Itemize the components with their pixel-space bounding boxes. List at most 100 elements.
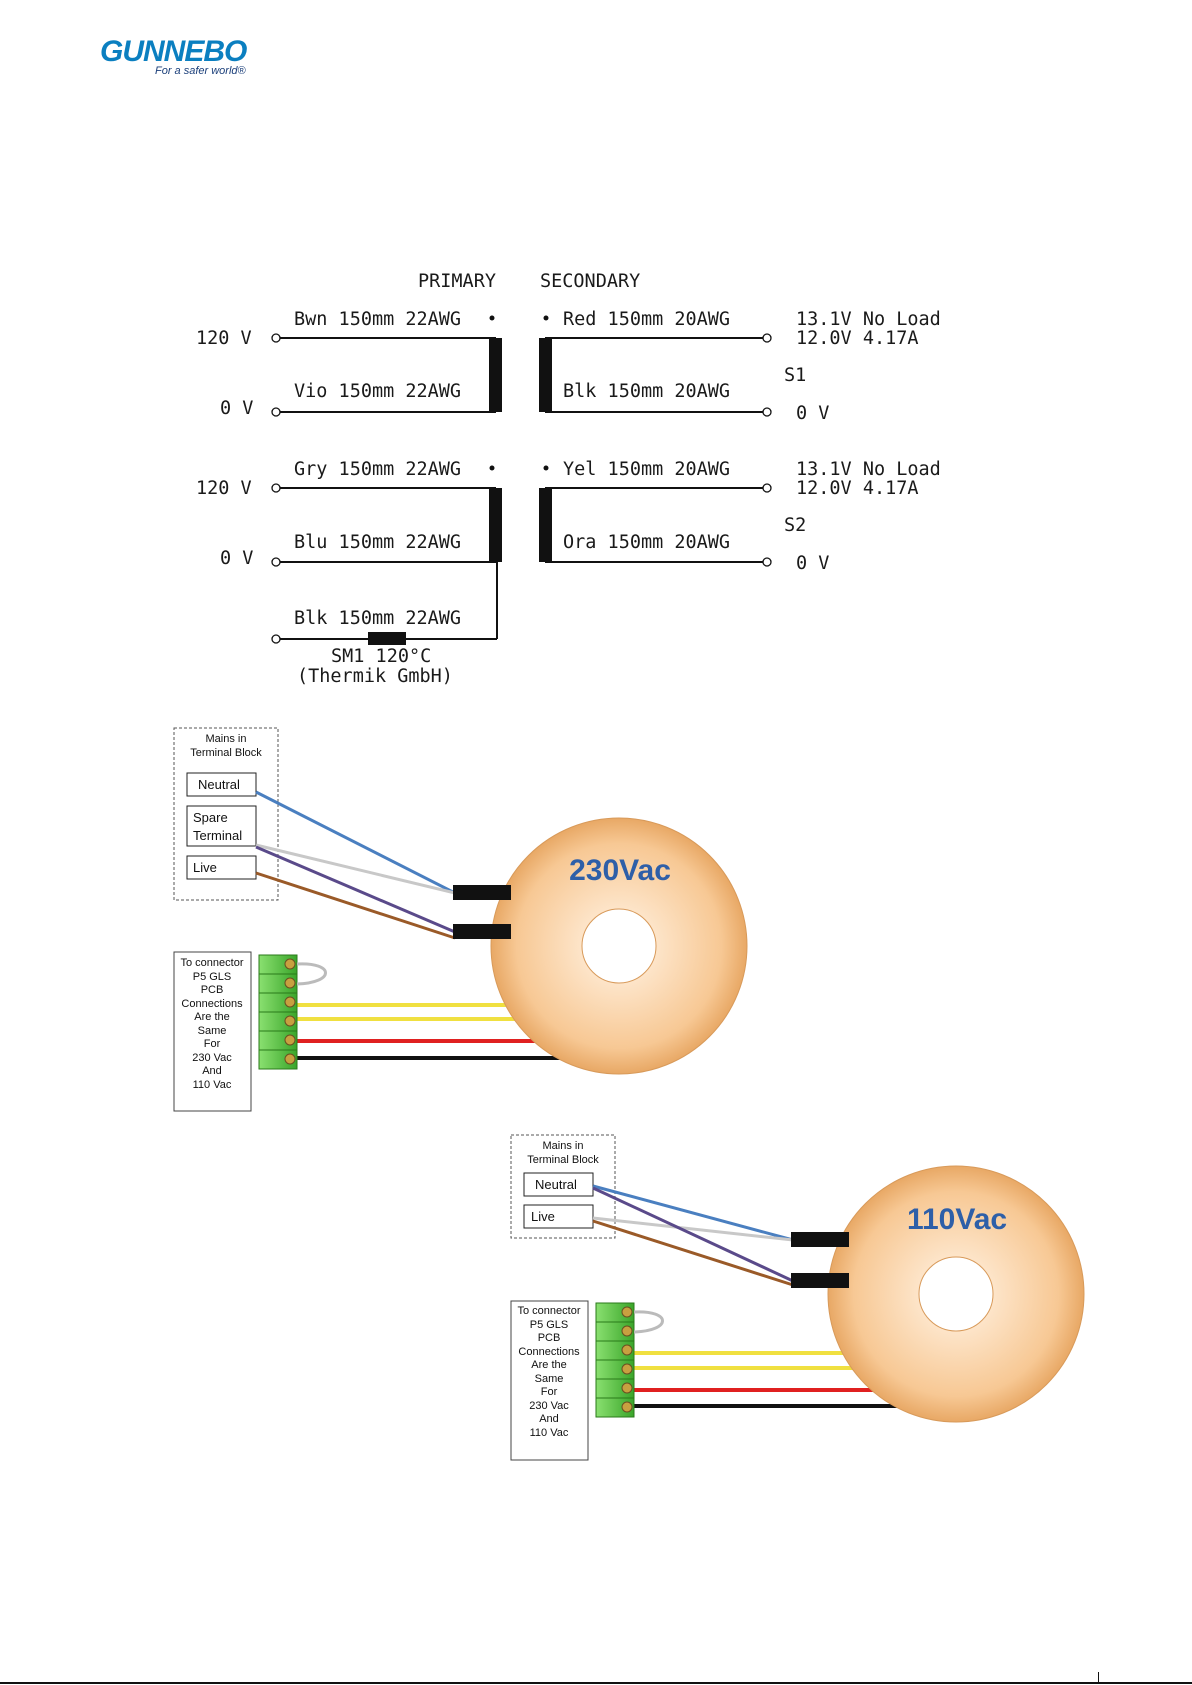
svg-text:Same: Same bbox=[198, 1025, 227, 1037]
s1-primary-dot bbox=[489, 315, 495, 321]
s2-secondary-bottom-terminal bbox=[762, 557, 772, 567]
s1-secondary-top-wire: Red 150mm 20AWG bbox=[563, 309, 730, 330]
lead-top-230 bbox=[453, 885, 511, 900]
transformer-s2: 120 V Gry 150mm 22AWG Blu 150mm 22AWG 0 … bbox=[196, 459, 941, 574]
svg-text:To connector: To connector bbox=[181, 957, 244, 969]
s2-primary-bottom-voltage: 0 V bbox=[220, 548, 253, 569]
s1-name: S1 bbox=[784, 365, 806, 386]
wiring-110vac: Mains in Terminal Block Neutral Live 110… bbox=[510, 1134, 1085, 1461]
wire-grey-230 bbox=[255, 843, 456, 895]
logo-brand: GUNNEBO bbox=[100, 35, 247, 68]
s1-primary-top-wire: Bwn 150mm 22AWG bbox=[294, 309, 461, 330]
jumper-loop-110 bbox=[633, 1310, 664, 1334]
lead-top-110 bbox=[791, 1232, 849, 1247]
thermal-cutout: Blk 150mm 22AWG SM1 120°C (Thermik GmbH) bbox=[271, 562, 498, 687]
s1-primary-winding bbox=[489, 338, 502, 412]
s2-primary-bottom-wire: Blu 150mm 22AWG bbox=[294, 532, 461, 553]
svg-text:P5 GLS: P5 GLS bbox=[193, 971, 232, 983]
s1-secondary-bottom-terminal bbox=[762, 407, 772, 417]
lead-bottom-230 bbox=[453, 924, 511, 939]
connector-note-230-text: To connector P5 GLS PCB Connections Are … bbox=[181, 957, 244, 1091]
neutral-terminal-230 bbox=[186, 772, 257, 797]
svg-text:230 Vac: 230 Vac bbox=[529, 1400, 569, 1412]
svg-text:And: And bbox=[539, 1413, 559, 1425]
s2-name: S2 bbox=[784, 515, 806, 536]
s1-primary-top-voltage: 120 V bbox=[196, 328, 252, 349]
toroid-110-hole bbox=[918, 1256, 994, 1332]
thermal-maker: (Thermik GmbH) bbox=[297, 666, 453, 687]
terminal-connector-230 bbox=[258, 954, 298, 1070]
wire-blue-230 bbox=[255, 790, 456, 895]
svg-text:110 Vac: 110 Vac bbox=[193, 1079, 232, 1091]
spare-label-230-line1: Spare bbox=[193, 810, 228, 825]
spare-label-230-line2: Terminal bbox=[193, 828, 242, 843]
live-label-110: Live bbox=[531, 1209, 555, 1224]
svg-text:For: For bbox=[204, 1038, 221, 1050]
neutral-label-110: Neutral bbox=[535, 1177, 577, 1192]
wire-brown-110 bbox=[592, 1219, 794, 1287]
transformer-schematic: PRIMARY SECONDARY 120 V Bwn 150mm 22AWG … bbox=[196, 271, 941, 687]
s2-primary-top-wire: Gry 150mm 22AWG bbox=[294, 459, 461, 480]
s2-primary-dot bbox=[489, 465, 495, 471]
spare-terminal-230 bbox=[186, 805, 257, 847]
logo-tagline: For a safer world® bbox=[155, 65, 246, 77]
s1-primary-bottom-wire: Vio 150mm 22AWG bbox=[294, 381, 461, 402]
secondary-title: SECONDARY bbox=[540, 271, 640, 292]
primary-title: PRIMARY bbox=[418, 271, 496, 292]
lead-bottom-110 bbox=[791, 1273, 849, 1288]
s1-rated: 12.0V 4.17A bbox=[796, 328, 919, 349]
mains-title-230-line2: Terminal Block bbox=[190, 747, 262, 759]
wire-brown-230 bbox=[255, 871, 456, 940]
wire-violet-110 bbox=[592, 1186, 794, 1283]
wire-grey-110 bbox=[592, 1216, 794, 1242]
live-label-230: Live bbox=[193, 860, 217, 875]
svg-text:Connections: Connections bbox=[181, 998, 243, 1010]
s2-secondary-top-terminal bbox=[762, 483, 772, 493]
mains-title-230-line1: Mains in bbox=[206, 733, 247, 745]
s1-secondary-dot bbox=[543, 315, 549, 321]
mains-title-110-line2: Terminal Block bbox=[527, 1154, 599, 1166]
svg-text:110 Vac: 110 Vac bbox=[530, 1427, 569, 1439]
wire-violet-230 bbox=[255, 845, 456, 934]
toroid-230-hole bbox=[581, 908, 657, 984]
svg-text:For: For bbox=[541, 1386, 558, 1398]
terminal-connector-110 bbox=[595, 1302, 635, 1418]
svg-text:Same: Same bbox=[535, 1373, 564, 1385]
mains-terminal-block-110 bbox=[510, 1134, 616, 1239]
s2-primary-top-voltage: 120 V bbox=[196, 478, 252, 499]
neutral-label-230: Neutral bbox=[198, 777, 240, 792]
s2-secondary-bottom-wire: Ora 150mm 20AWG bbox=[563, 532, 730, 553]
svg-text:PCB: PCB bbox=[201, 984, 224, 996]
svg-text:Connections: Connections bbox=[518, 1346, 580, 1358]
gunnebo-logo: GUNNEBO For a safer world® bbox=[100, 35, 260, 85]
wire-blue-110 bbox=[592, 1184, 794, 1242]
s1-secondary-bottom-wire: Blk 150mm 20AWG bbox=[563, 381, 730, 402]
live-terminal-230 bbox=[186, 855, 257, 880]
svg-text:230 Vac: 230 Vac bbox=[192, 1052, 232, 1064]
connector-note-110 bbox=[510, 1300, 589, 1461]
svg-text:Are the: Are the bbox=[194, 1011, 229, 1023]
wiring-230vac: Mains in Terminal Block Neutral Spare Te… bbox=[173, 727, 748, 1112]
thermal-wire: Blk 150mm 22AWG bbox=[294, 608, 461, 629]
neutral-terminal-110 bbox=[523, 1172, 594, 1197]
footer-tick bbox=[1098, 1672, 1099, 1682]
live-terminal-110 bbox=[523, 1204, 594, 1229]
connector-note-110-text: To connector P5 GLS PCB Connections Are … bbox=[518, 1305, 581, 1439]
s2-no-load: 13.1V No Load bbox=[796, 459, 941, 480]
thermal-terminal bbox=[271, 634, 281, 644]
mains-terminal-block-230 bbox=[173, 727, 279, 901]
ring-label-110: 110Vac bbox=[907, 1203, 1007, 1236]
connector-note-230 bbox=[173, 951, 252, 1112]
transformer-s1: 120 V Bwn 150mm 22AWG Vio 150mm 22AWG 0 … bbox=[196, 309, 941, 424]
s2-primary-winding bbox=[489, 488, 502, 562]
footer-rule bbox=[0, 1682, 1192, 1684]
thermal-switch-symbol bbox=[368, 632, 406, 645]
s2-rated: 12.0V 4.17A bbox=[796, 478, 919, 499]
s1-secondary-winding bbox=[539, 338, 552, 412]
s1-no-load: 13.1V No Load bbox=[796, 309, 941, 330]
svg-text:Are the: Are the bbox=[531, 1359, 566, 1371]
thermal-part: SM1 120°C bbox=[331, 646, 431, 667]
svg-text:And: And bbox=[202, 1065, 222, 1077]
s2-secondary-dot bbox=[543, 465, 549, 471]
